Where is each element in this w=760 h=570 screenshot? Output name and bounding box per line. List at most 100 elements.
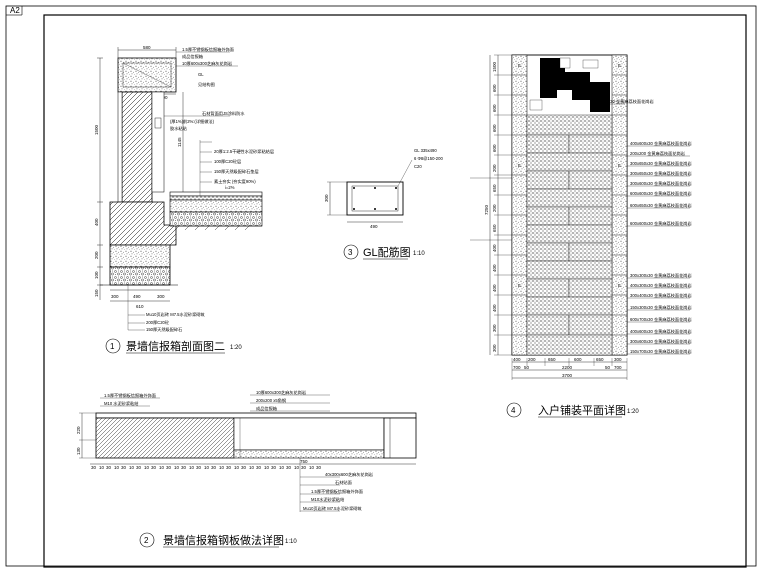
d4-left-dim-2: 600 [492, 104, 497, 112]
svg-text:10: 10 [99, 465, 105, 470]
d4-left-dim-11: 400 [492, 284, 497, 292]
d3-note-0: GL 335x490 [414, 148, 437, 153]
d4-right-label-6: 600x650x30 金黄麻荔枝面花岗岩 [630, 202, 692, 209]
d2-panel-top-plate [95, 412, 417, 419]
d4-detail-number: 4 [511, 406, 516, 415]
d4-label-e-2: E [518, 163, 521, 168]
d2-top-note-2: 10厚600x300芝麻灰花岗岩 [256, 389, 306, 396]
d4-label-e-4: E [518, 283, 521, 288]
d1-left-dim-100: 100 [94, 271, 99, 279]
svg-text:10: 10 [279, 465, 285, 470]
drawing-frame [43, 14, 747, 568]
d4-left-dim-3: 600 [492, 124, 497, 132]
d1-bottom-dim-300a: 300 [111, 294, 119, 299]
d4-right-label-14: 300x600x30 金黄麻荔枝面花岗岩 [630, 338, 692, 345]
d1-footing [109, 201, 177, 246]
svg-text:30: 30 [151, 465, 157, 470]
d4-title: 入户铺装平面详图 [538, 403, 626, 417]
d4-scale: 1:20 [627, 409, 639, 415]
d2-bottom-note-1: 石材贴面 [335, 479, 352, 486]
d4-right-label-12: 600x700x30 金黄麻荔枝面花岗岩 [630, 316, 692, 323]
detail-1-section: 580 240 50 290 1500 400 [94, 45, 274, 354]
d4-bottom2-dim-0: 700 [513, 365, 521, 370]
svg-text:30: 30 [211, 465, 217, 470]
d4-left-dim-1: 600 [492, 84, 497, 92]
d4-right-label-4: 300x600x30 金黄麻荔枝面花岗岩 [630, 180, 692, 187]
d4-bottom2-dim-2: 2200 [562, 365, 573, 370]
d4-right-label-11: 150x300x30 金黄麻荔枝面花岗岩 [630, 304, 692, 311]
svg-text:10: 10 [204, 465, 210, 470]
d2-bottom-note-2: 1.5厚不锈钢板信报箱外饰面 [311, 488, 363, 495]
d4-bottom-dim-0: 400 [513, 357, 521, 362]
d1-note-7: 胶水粘贴 [170, 125, 187, 132]
svg-text:30: 30 [286, 465, 292, 470]
d4-right-label-8: 300x300x30 金黄麻荔枝面花岗岩 [630, 272, 692, 279]
svg-text:10: 10 [159, 465, 165, 470]
d1-note-9: 100厚C20砼层 [214, 158, 241, 165]
d2-top-note-0: 1.5厚不锈钢板信报箱外饰面 [104, 392, 156, 399]
d1-stone-facing [117, 91, 123, 203]
d4-bottom2-dim-4: 700 [614, 365, 622, 370]
d4-right-label-7: 600x600x30 金黄麻荔枝面花岗岩 [630, 220, 692, 227]
d1-note-0: 1.5厚不锈钢板信报箱外饰面 [182, 46, 234, 53]
d2-scale: 1:10 [285, 539, 297, 545]
d1-note-15: 150厚天然级配碎石 [146, 326, 182, 333]
svg-text:10: 10 [174, 465, 180, 470]
svg-text:10: 10 [144, 465, 150, 470]
d1-bottom-dim-610: 610 [136, 304, 144, 309]
d4-detail-bubble [506, 402, 522, 418]
d4-bottom2-dim-1: 50 [524, 365, 530, 370]
d1-bottom-dim-300b: 300 [157, 294, 165, 299]
sheet-border [5, 5, 757, 567]
d1-note-4: 见结构图 [198, 81, 215, 88]
d4-top-label: 600x600x30 金黄麻荔枝面花岗岩 [592, 98, 654, 105]
svg-text:30: 30 [271, 465, 277, 470]
d2-title: 景墙信报箱钢板做法详图 [163, 533, 284, 547]
d2-top-note-1: M10 水泥砂浆粘结 [104, 400, 138, 407]
d1-note-5: 石材背面用JS涂料防水 [202, 110, 245, 117]
d2-detail-number: 2 [144, 536, 149, 545]
d2-top-note-3: 200x200 x5角钢 [256, 397, 286, 404]
d4-right-label-10: 300x400x30 金黄麻荔枝面花岗岩 [630, 292, 692, 299]
d4-right-label-0: 400x600x30 金黄麻荔枝面花岗岩 [630, 140, 692, 147]
d4-left-dim-12: 400 [492, 304, 497, 312]
d2-hatched-body [95, 417, 235, 459]
svg-text:10: 10 [129, 465, 135, 470]
d1-top-dim-580: 580 [143, 45, 151, 50]
d1-slope-label: i=2% [225, 185, 235, 190]
d4-left-dim-8: 650 [492, 224, 497, 232]
d4-left-dim-14: 300 [492, 344, 497, 352]
d1-gravel-base [109, 266, 171, 286]
d1-steel-panel [151, 91, 165, 193]
d3-title: GL配筋图 [363, 245, 411, 259]
d4-left-dim-4: 600 [492, 144, 497, 152]
d2-top-note-4: 成品信报箱 [256, 405, 277, 412]
d3-beam-section [346, 181, 404, 216]
d1-note-11: 素土夯实 (夯实度90%) [214, 178, 256, 185]
d1-note-10: 150厚天然级配碎石垫层 [214, 168, 259, 175]
svg-text:30: 30 [316, 465, 322, 470]
d4-left-dim-5: 200 [492, 164, 497, 172]
d2-right-end [383, 417, 417, 459]
svg-text:30: 30 [181, 465, 187, 470]
d2-detail-bubble [139, 532, 155, 548]
d1-bottom-dim-490: 490 [133, 294, 141, 299]
d4-label-e-3: E [618, 163, 621, 168]
d1-detail-bubble [105, 338, 121, 354]
d4-tile-grid [526, 114, 613, 356]
d4-left-dim-6: 650 [492, 184, 497, 192]
d4-bottom-dim-3: 600 [574, 357, 582, 362]
sheet-size-label: A2 [10, 6, 20, 15]
d4-bottom-dim-2: 650 [548, 357, 556, 362]
svg-text:10: 10 [264, 465, 270, 470]
d2-bottom-note-4: Mu10页岩砖 M7.5水泥砂浆砌筑 [303, 505, 362, 512]
d2-right-dim: 750 [300, 459, 308, 464]
d2-base-plate [233, 449, 385, 459]
svg-text:10: 10 [189, 465, 195, 470]
detail-2-steel-plate: 1.5厚不锈钢板信报箱外饰面 M10 水泥砂浆粘结 10厚600x300芝麻灰花… [76, 389, 417, 548]
d3-height-dim: 300 [324, 194, 329, 202]
d2-bottom-note-0: 40x300x600芝麻灰花岗岩 [325, 471, 373, 478]
d4-right-label-3: 300x650x30 金黄麻荔枝面花岗岩 [630, 170, 692, 177]
d3-width-dim: 490 [370, 224, 378, 229]
